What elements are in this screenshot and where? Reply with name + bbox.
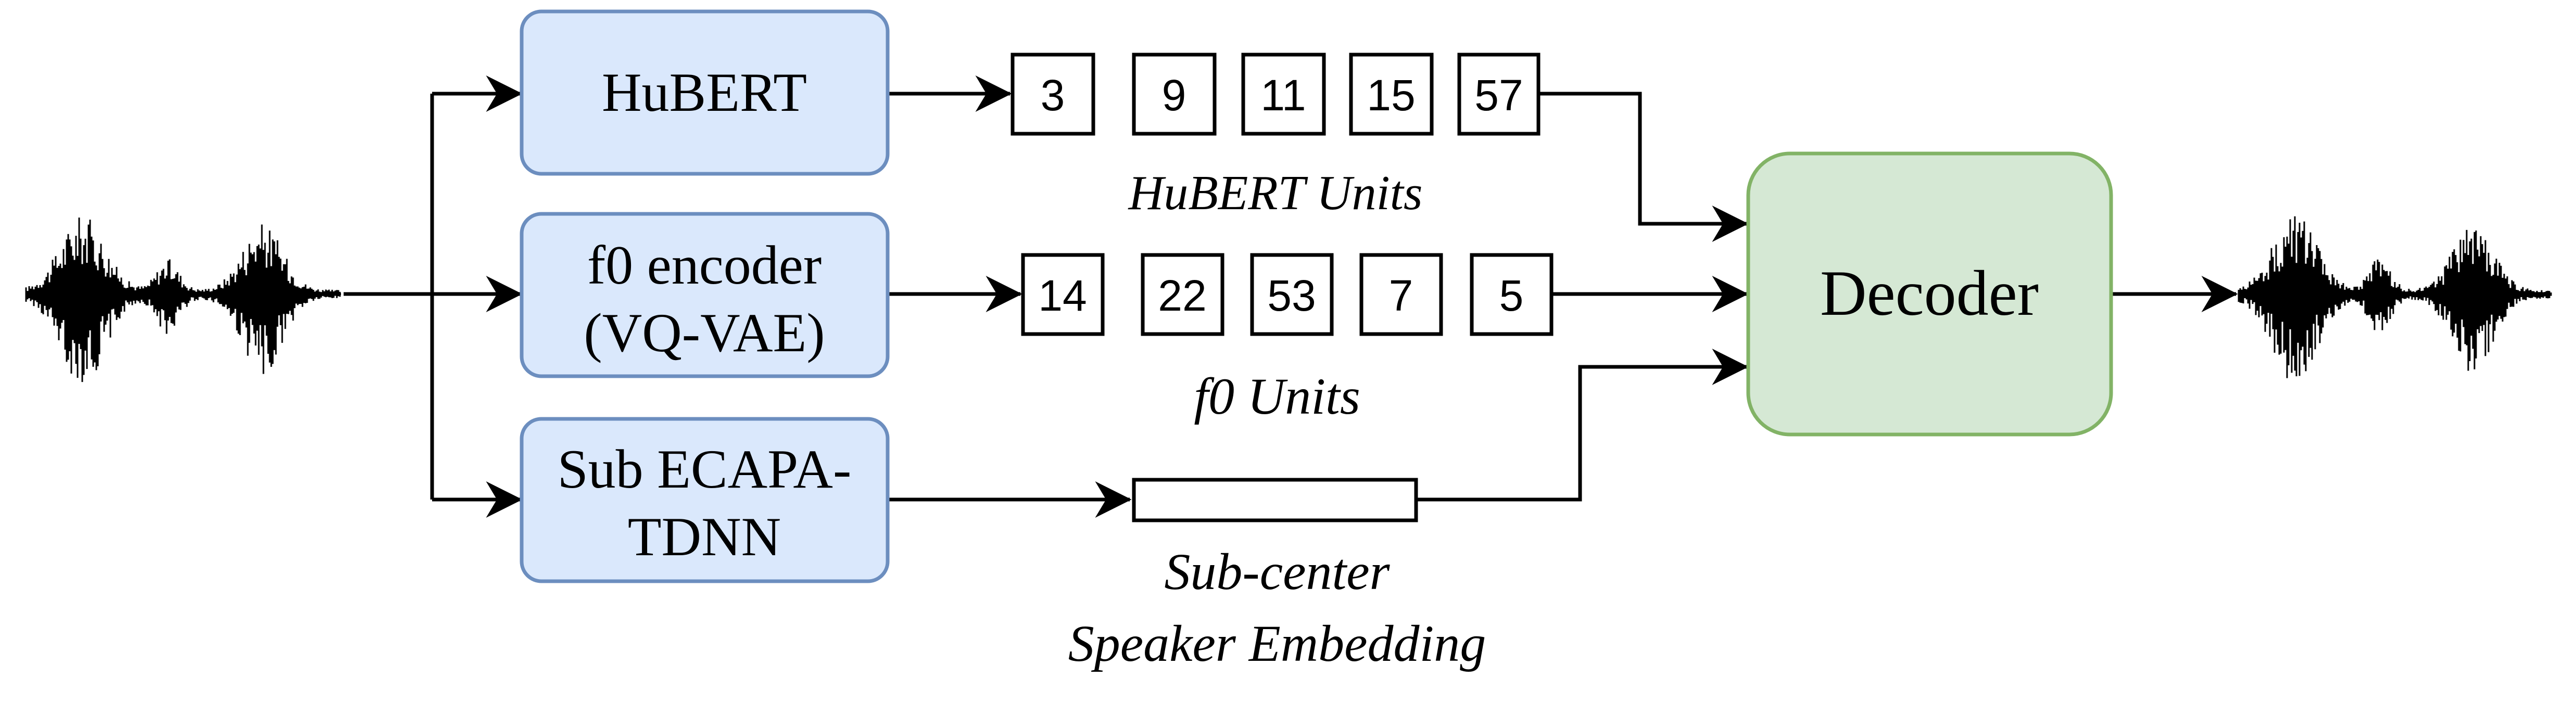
hubert-units: 3 9 11 15 57 xyxy=(1011,53,1540,136)
connectors xyxy=(344,75,2238,518)
hubert-unit-value: 9 xyxy=(1162,71,1186,120)
f0-units-caption: f0 Units xyxy=(1194,367,1360,425)
f0-unit-value: 14 xyxy=(1038,271,1087,320)
ecapa-box: Sub ECAPA- TDNN xyxy=(520,417,890,583)
hubert-units-caption: HuBERT Units xyxy=(1128,166,1423,220)
hubert-unit-value: 57 xyxy=(1474,71,1523,120)
hubert-unit-value: 3 xyxy=(1041,71,1065,120)
speaker-embedding-caption-line2: Speaker Embedding xyxy=(1068,615,1486,672)
f0-unit-token: 53 xyxy=(1250,253,1334,336)
f0-unit-value: 5 xyxy=(1499,271,1524,320)
hubert-label: HuBERT xyxy=(602,62,807,123)
hubert-unit-token: 9 xyxy=(1132,53,1217,136)
f0-unit-value: 7 xyxy=(1389,271,1413,320)
hubert-unit-token: 57 xyxy=(1457,53,1540,136)
hubert-box: HuBERT xyxy=(520,9,890,176)
f0-unit-token: 22 xyxy=(1141,253,1224,336)
ecapa-label-line2: TDNN xyxy=(628,506,781,567)
f0-unit-value: 53 xyxy=(1267,271,1316,320)
hubert-unit-value: 11 xyxy=(1260,71,1306,120)
speaker-embedding-caption-line1: Sub-center xyxy=(1164,543,1390,600)
decoder-label: Decoder xyxy=(1820,258,2039,329)
f0-encoder-label-line1: f0 encoder xyxy=(587,235,822,296)
arrow-embedding-to-decoder xyxy=(1416,349,1749,502)
decoder-box: Decoder xyxy=(1746,151,2113,437)
f0-encoder-box: f0 encoder (VQ-VAE) xyxy=(520,212,890,378)
f0-unit-token: 5 xyxy=(1470,253,1554,336)
hubert-unit-token: 11 xyxy=(1241,53,1326,136)
speaker-embedding-bar xyxy=(1132,478,1418,522)
ecapa-label-line1: Sub ECAPA- xyxy=(558,439,852,500)
f0-unit-token: 14 xyxy=(1021,253,1105,336)
arrow-hubert-units-to-decoder xyxy=(1538,92,1749,242)
f0-unit-token: 7 xyxy=(1359,253,1443,336)
hubert-unit-value: 15 xyxy=(1367,71,1415,120)
hubert-unit-token: 3 xyxy=(1011,53,1095,136)
output-waveform-icon xyxy=(2238,216,2552,378)
input-waveform-icon xyxy=(25,218,341,382)
hubert-unit-token: 15 xyxy=(1349,53,1434,136)
f0-units: 14 22 53 7 5 xyxy=(1021,253,1554,336)
f0-encoder-label-line2: (VQ-VAE) xyxy=(584,302,825,363)
f0-unit-value: 22 xyxy=(1158,271,1206,320)
